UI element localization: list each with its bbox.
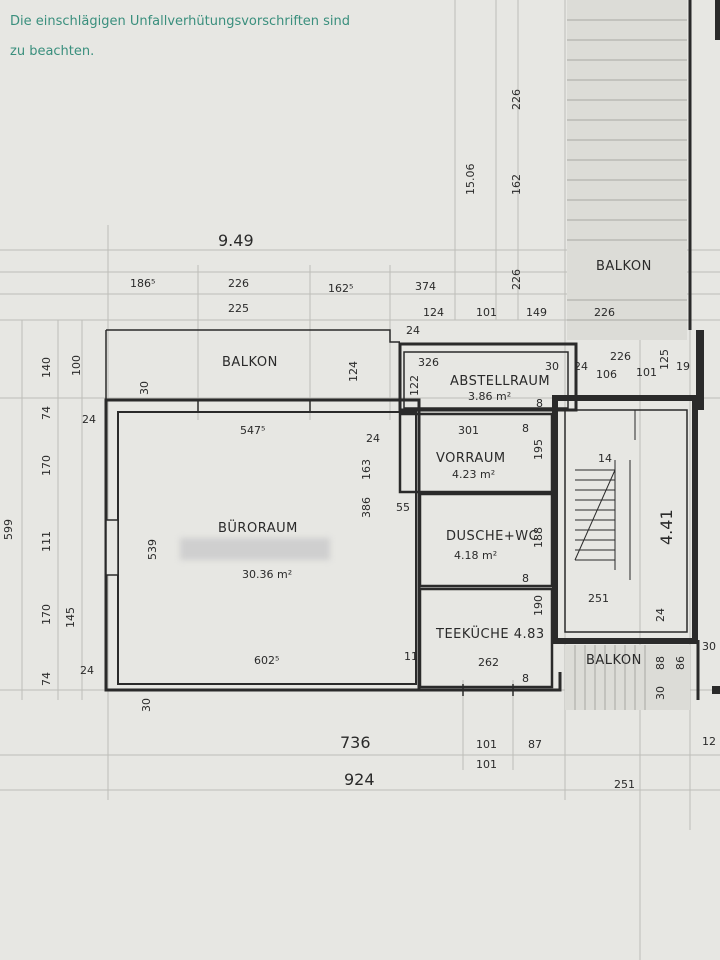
dim-wall-24a: 24 [82, 413, 96, 426]
dim-left-4: 111 [40, 531, 53, 552]
dim-inner-547: 547⁵ [240, 424, 265, 437]
dim-dus-188: 188 [532, 527, 545, 548]
dim-tee-190: 190 [532, 595, 545, 616]
room-label-vorraum: VORRAUM [436, 451, 506, 466]
dim-stair-14: 14 [598, 452, 612, 465]
walls [104, 0, 720, 700]
dim-row2-c: 149 [526, 306, 547, 319]
dim-bottom-251: 251 [614, 778, 635, 791]
dim-r-30b: 30 [702, 640, 716, 653]
dim-stair-251: 251 [588, 592, 609, 605]
dim-r-226: 226 [610, 350, 631, 363]
dim-right-vert-1: 226 [510, 89, 523, 110]
dim-small-24d: 24 [406, 324, 420, 337]
dim-top-2b: 225 [228, 302, 249, 315]
dim-right-vert-2: 162 [510, 174, 523, 195]
balcony-hatch-top-right [567, 0, 687, 340]
dim-row2-d: 226 [594, 306, 615, 319]
safety-note-line-2: zu beachten. [10, 44, 95, 59]
room-area-vorraum: 4.23 m² [452, 468, 495, 481]
room-area-abstellraum: 3.86 m² [468, 390, 511, 403]
room-label-balkon-top-right: BALKON [596, 259, 652, 274]
dim-abst-326: 326 [418, 356, 439, 369]
dim-small-8b: 8 [522, 422, 529, 435]
dim-row2-b: 101 [476, 306, 497, 319]
dim-abst-122: 122 [408, 375, 421, 396]
dim-left-5: 170 [40, 604, 53, 625]
dim-bottom-736: 736 [340, 733, 371, 752]
dim-vor-301: 301 [458, 424, 479, 437]
dim-inner-24c: 24 [366, 432, 380, 445]
dim-top-2: 226 [228, 277, 249, 290]
dim-row2-a: 124 [423, 306, 444, 319]
dim-top-3: 162⁵ [328, 282, 353, 295]
dim-vor-195: 195 [532, 439, 545, 460]
dim-inner-163: 163 [360, 459, 373, 480]
dim-left-1b: 100 [70, 355, 83, 376]
dim-bottom-12: 12 [702, 735, 716, 748]
safety-note-line-1: Die einschlägigen Unfallverhütungsvorsch… [10, 14, 351, 29]
dim-right-total: 15.06 [464, 164, 477, 196]
balcony-hatch-bottom-right [565, 645, 690, 710]
room-area-dusche: 4.18 m² [454, 549, 497, 562]
dim-left-total: 599 [2, 519, 15, 540]
redacted-label [180, 538, 330, 560]
room-label-buroraum: BÜRORAUM [218, 519, 298, 536]
dim-left-3: 170 [40, 455, 53, 476]
dim-left-2: 74 [40, 406, 53, 420]
dim-inner-602: 602⁵ [254, 654, 279, 667]
dim-left-6: 74 [40, 672, 53, 686]
dim-tee-262: 262 [478, 656, 499, 669]
dim-bottom-87: 87 [528, 738, 542, 751]
dim-inner-539: 539 [146, 539, 159, 560]
dim-wall-24b: 24 [80, 664, 94, 677]
dim-inner-55: 55 [396, 501, 410, 514]
dim-r-19: 19 [676, 360, 690, 373]
dim-bottom-101a: 101 [476, 738, 497, 751]
room-area-buroraum: 30.36 m² [242, 568, 292, 581]
dim-right-vert-3: 226 [510, 269, 523, 290]
dim-top-4: 374 [415, 280, 436, 293]
room-label-abstellraum: ABSTELLRAUM [450, 374, 550, 389]
staircase [574, 410, 636, 580]
room-label-dusche: DUSCHE+WC [446, 529, 538, 544]
dim-top-total: 9.49 [218, 231, 254, 250]
dim-bottom-924: 924 [344, 770, 375, 789]
dim-top-1: 186⁵ [130, 277, 155, 290]
dim-small-8d: 8 [522, 672, 529, 685]
room-label-balkon-left: BALKON [222, 355, 278, 370]
dim-wall-30a: 30 [138, 381, 151, 395]
room-label-teekueche: TEEKÜCHE 4.83 [435, 625, 545, 642]
dim-inner-124: 124 [347, 361, 360, 382]
dim-bal-88: 88 [654, 656, 667, 670]
dim-r-30: 30 [545, 360, 559, 373]
dim-r-106: 106 [596, 368, 617, 381]
dim-inner-386: 386 [360, 497, 373, 518]
dim-bal-30: 30 [654, 686, 667, 700]
dim-left-1: 140 [40, 357, 53, 378]
dim-stair-441: 4.41 [657, 509, 676, 545]
dim-small-8c: 8 [522, 572, 529, 585]
dim-bal-86: 86 [674, 656, 687, 670]
dim-small-8a: 8 [536, 397, 543, 410]
room-label-balkon-bottom-right: BALKON [586, 653, 642, 668]
dim-small-11: 11 [404, 650, 418, 663]
dim-stair-24: 24 [654, 608, 667, 622]
dim-left-5b: 145 [64, 607, 77, 628]
dim-r-125: 125 [658, 349, 671, 370]
dim-wall-30b: 30 [140, 698, 153, 712]
dim-r-101: 101 [636, 366, 657, 379]
dim-small-24e: 24 [574, 360, 588, 373]
dim-bottom-101b: 101 [476, 758, 497, 771]
